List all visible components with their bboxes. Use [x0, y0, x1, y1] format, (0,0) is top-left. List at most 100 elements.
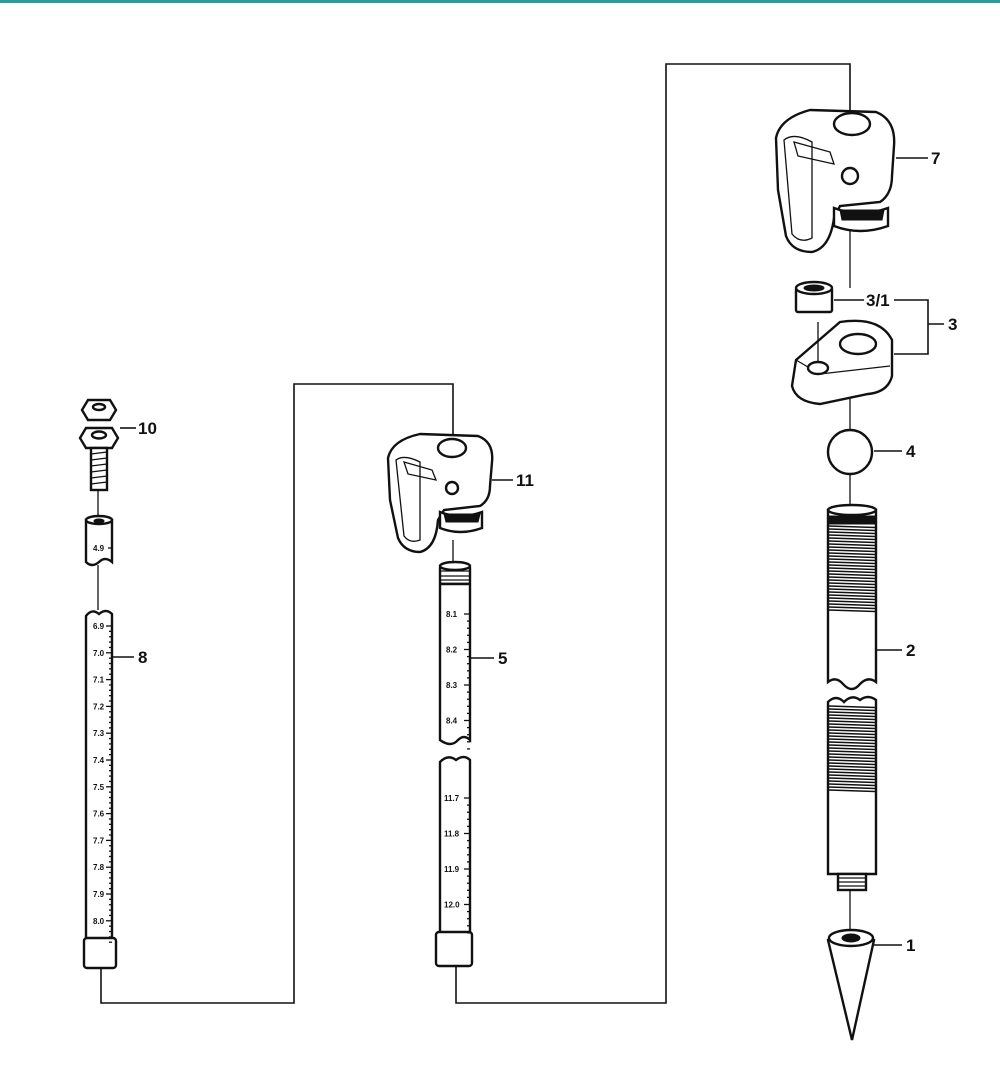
thread-line: [828, 579, 876, 583]
scale-label: 12.0: [444, 901, 460, 910]
callout-3: 3: [948, 315, 957, 334]
connection-line: [100, 383, 454, 1004]
scale-label: 11.7: [444, 794, 460, 803]
scale-label: 7.7: [93, 836, 105, 845]
thread-line: [828, 750, 876, 754]
scale-label: 8.3: [446, 681, 458, 690]
thread-line: [828, 780, 876, 784]
thread-line: [828, 525, 876, 529]
thread-line: [828, 603, 876, 607]
scale-label: 7.0: [93, 649, 105, 658]
part-5-upper-tube: 8.1 8.2 8.3 8.4: [438, 560, 472, 750]
thread-line: [828, 609, 876, 613]
thread-line: [828, 720, 876, 724]
thread-line: [828, 708, 876, 712]
thread-line: [828, 546, 876, 550]
scale-label: 11.9: [444, 865, 460, 874]
scale-label: 4.9: [93, 544, 105, 553]
thread-line: [828, 528, 876, 532]
bracket-line: [894, 299, 944, 355]
part-8-long-tube: 6.97.07.17.27.37.47.57.67.77.87.98.0: [82, 609, 118, 970]
thread-line: [828, 552, 876, 556]
thread-line: [828, 567, 876, 571]
thread-line: [828, 768, 876, 772]
thread-line: [828, 789, 876, 793]
thread-line: [828, 783, 876, 787]
scale-label: 7.5: [93, 783, 105, 792]
thread-line: [828, 759, 876, 763]
callout-11: 11: [516, 471, 534, 490]
thread-line: [828, 735, 876, 739]
thread-line: [828, 756, 876, 760]
thread-line: [828, 786, 876, 790]
part-1-spike-tip: [826, 928, 876, 1041]
thread-line: [828, 591, 876, 595]
callout-1: 1: [906, 936, 915, 955]
part-3-1-bushing: [794, 280, 834, 314]
thread-line: [828, 585, 876, 589]
thread-line: [828, 726, 876, 730]
scale-label: 7.2: [93, 702, 105, 711]
scale-label: 8.1: [446, 610, 458, 619]
thread-line: [828, 705, 876, 709]
scale-label: 7.1: [93, 676, 105, 685]
thread-line: [828, 573, 876, 577]
thread-line: [828, 606, 876, 610]
scale-label: 11.8: [444, 830, 460, 839]
part-11-clamp: [386, 432, 494, 554]
thread-line: [828, 732, 876, 736]
callout-3-1: 3/1: [866, 291, 890, 310]
part-10-knob-screw: [78, 398, 120, 492]
thread-line: [828, 540, 876, 544]
thread-line: [828, 564, 876, 568]
scale-label: 7.8: [93, 863, 105, 872]
scale-label: 7.3: [93, 729, 105, 738]
scale-label: 6.9: [93, 622, 105, 631]
thread-line: [828, 534, 876, 538]
callout-8: 8: [138, 648, 147, 667]
thread-line: [828, 588, 876, 592]
thread-line: [828, 729, 876, 733]
callout-5: 5: [498, 649, 507, 668]
thread-line: [828, 723, 876, 727]
thread-line: [828, 717, 876, 721]
thread-line: [828, 531, 876, 535]
thread-line: [828, 753, 876, 757]
thread-line: [828, 738, 876, 742]
connection-line: [455, 63, 851, 1004]
part-5-lower-tube: 11.7 11.8 11.9 12.0: [434, 755, 474, 968]
thread-line: [828, 762, 876, 766]
thread-line: [828, 555, 876, 559]
scale-label: 7.9: [93, 890, 105, 899]
thread-line: [828, 711, 876, 715]
top-rule: [0, 0, 1000, 3]
scale-label: 8.2: [446, 646, 458, 655]
scale-label: 8.4: [446, 717, 458, 726]
thread-line: [828, 741, 876, 745]
scale-label: 7.4: [93, 756, 105, 765]
thread-line: [828, 543, 876, 547]
thread-line: [828, 771, 876, 775]
part-8-short-tube: 4.9: [84, 514, 114, 567]
callout-10: 10: [138, 419, 157, 438]
thread-line: [828, 714, 876, 718]
thread-line: [828, 582, 876, 586]
callout-7: 7: [931, 149, 940, 168]
thread-line: [828, 594, 876, 598]
thread-line: [828, 777, 876, 781]
thread-line: [828, 549, 876, 553]
callout-4: 4: [906, 442, 916, 461]
thread-line: [828, 561, 876, 565]
thread-line: [828, 570, 876, 574]
thread-line: [828, 774, 876, 778]
thread-line: [828, 558, 876, 562]
callout-2: 2: [906, 641, 915, 660]
thread-line: [828, 597, 876, 601]
thread-line: [828, 537, 876, 541]
thread-line: [828, 747, 876, 751]
part-3-adapter-plate: [790, 319, 894, 406]
part-4-ball: [826, 428, 874, 476]
part-2-rod-upper: [826, 503, 878, 691]
